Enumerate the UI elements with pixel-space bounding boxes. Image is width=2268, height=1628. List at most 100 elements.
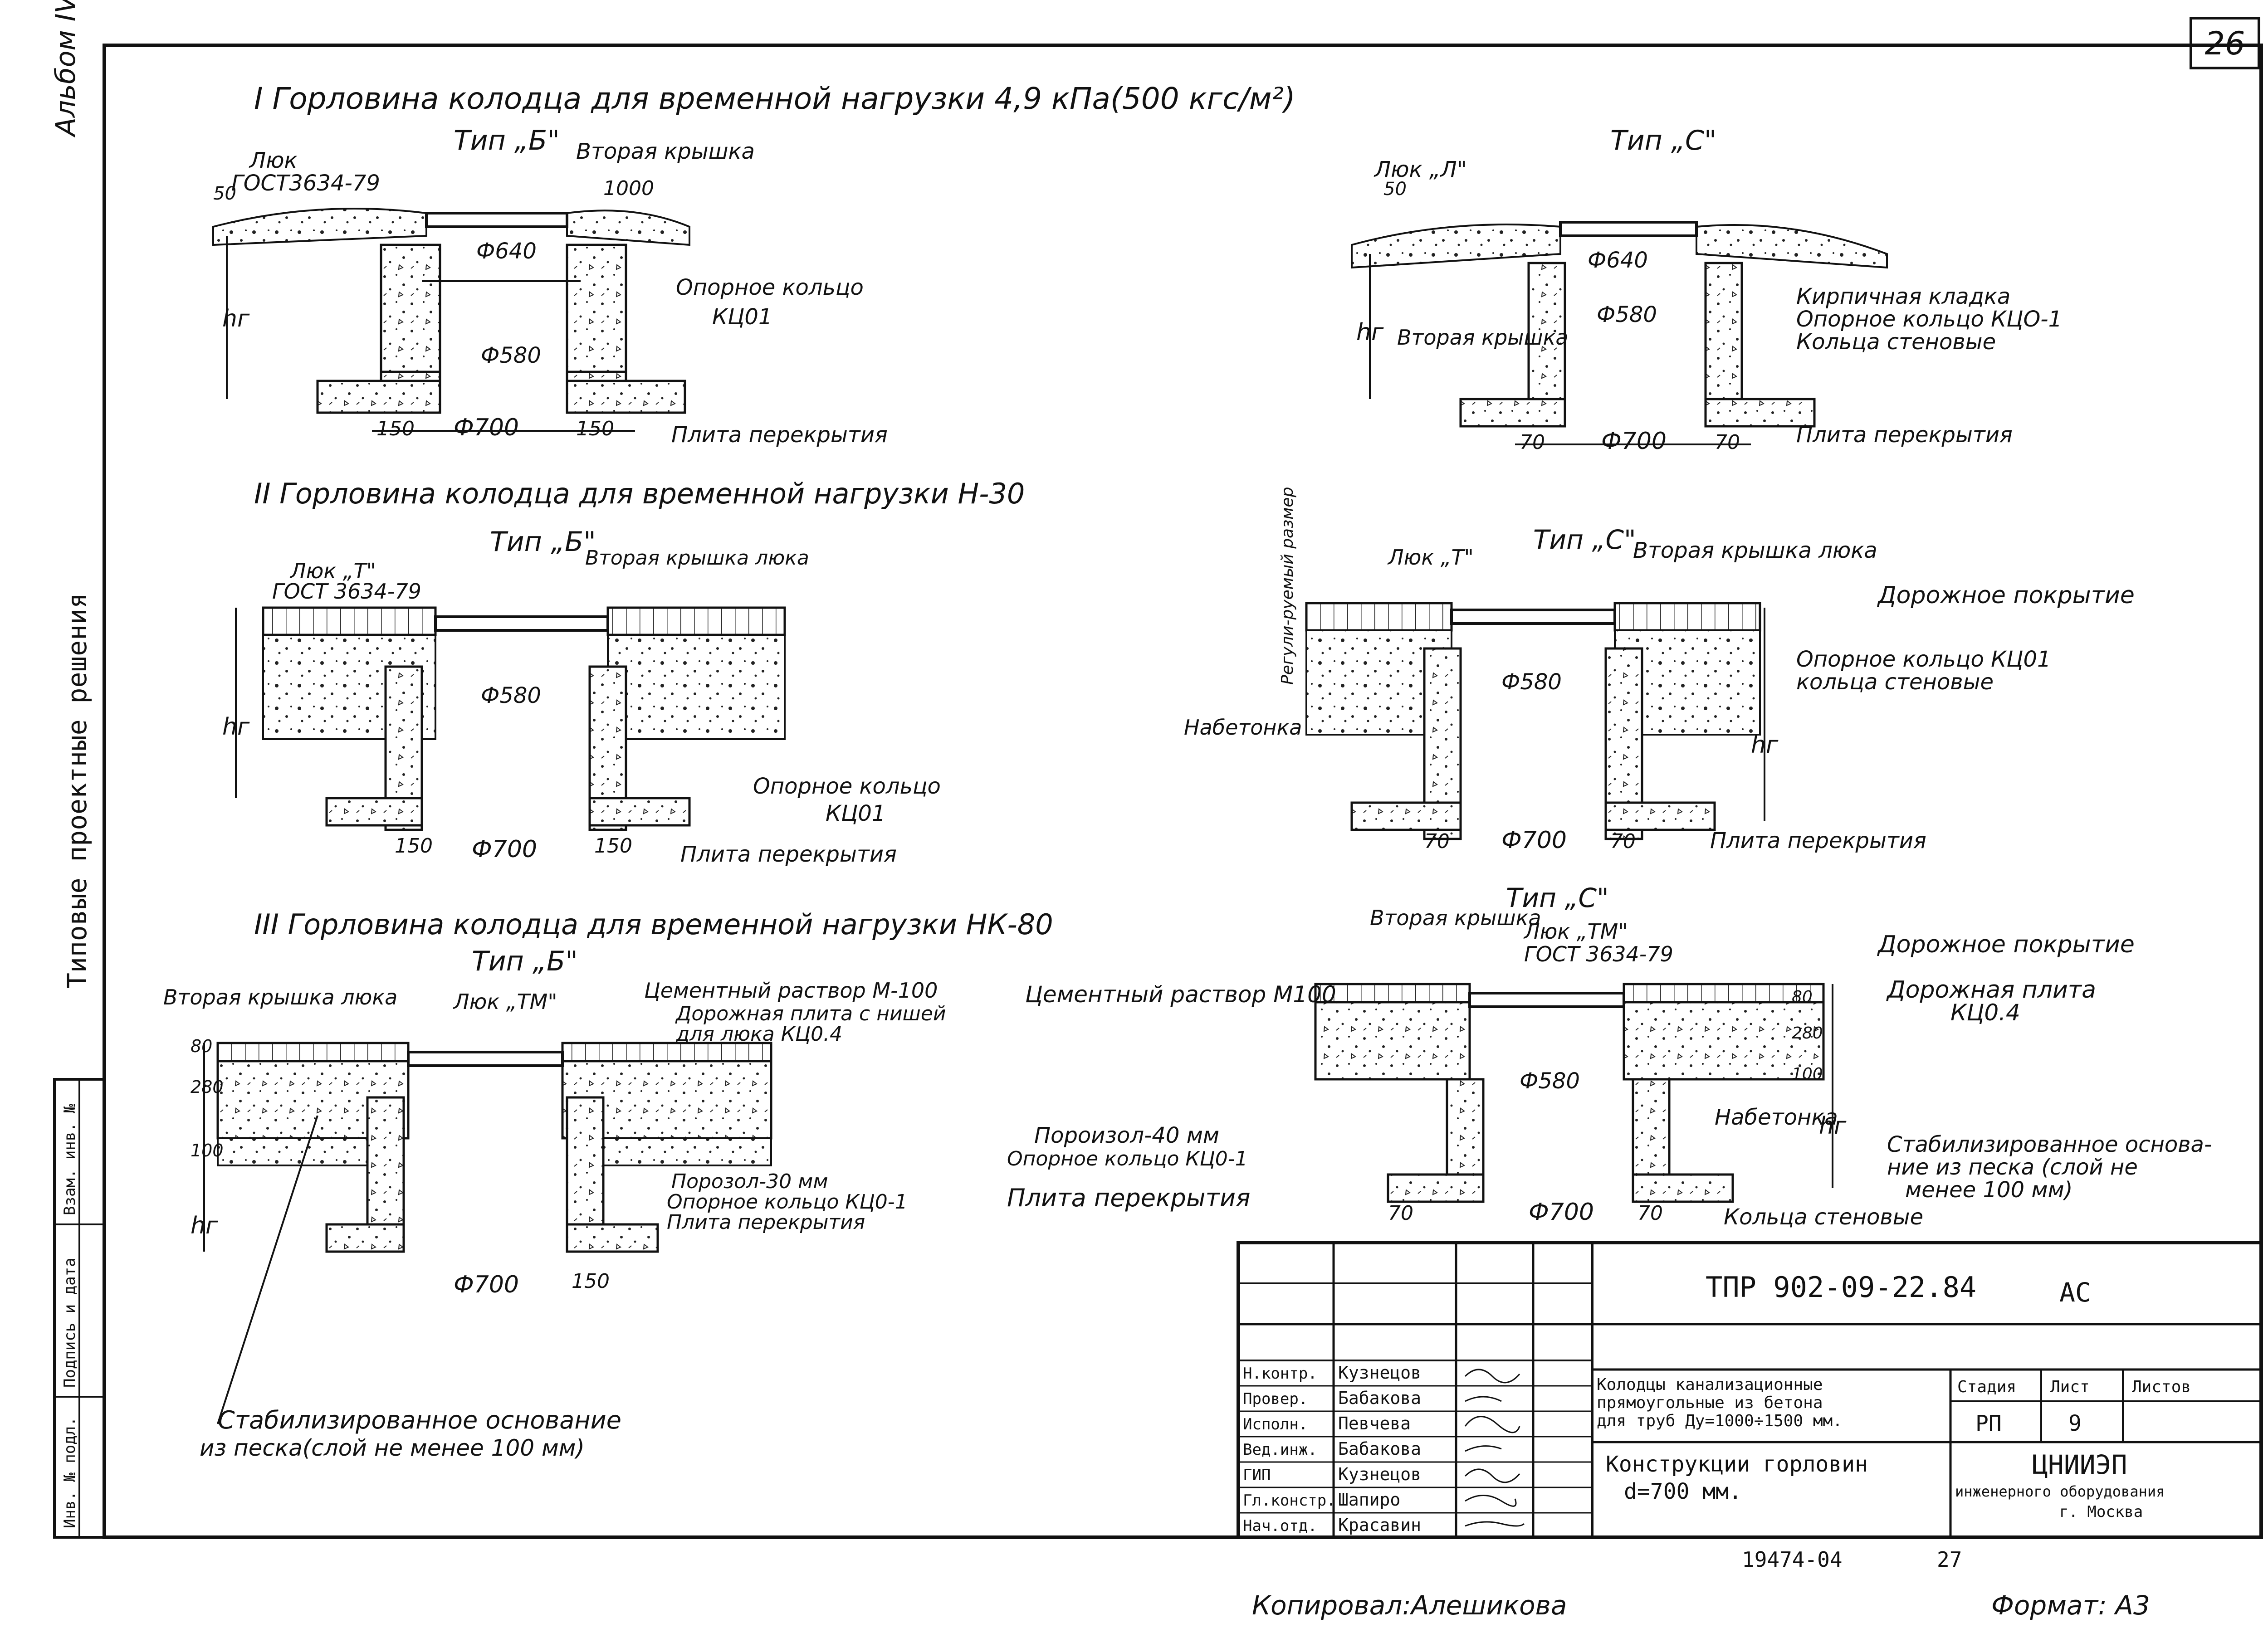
svg-text:Красавин: Красавин <box>1338 1515 1421 1535</box>
page-number: 26 <box>2204 25 2245 62</box>
svg-text:70: 70 <box>1610 830 1636 853</box>
side-stamp-sign: Подпись и дата <box>61 1258 79 1388</box>
section-1-title: I Горловина колодца для временной нагруз… <box>254 81 1295 116</box>
svg-text:Ф700: Ф700 <box>454 414 519 441</box>
svg-text:70: 70 <box>1715 431 1740 454</box>
svg-text:Кузнецов: Кузнецов <box>1338 1464 1421 1484</box>
svg-text:hг: hг <box>1356 319 1384 346</box>
side-stamp-replace: Взам. инв. № <box>61 1104 79 1215</box>
svg-text:Стадия: Стадия <box>1957 1378 2016 1396</box>
svg-text:150: 150 <box>576 417 614 440</box>
svg-text:Конструкции горловин: Конструкции горловин <box>1606 1452 1868 1477</box>
svg-text:ГОСТ 3634-79: ГОСТ 3634-79 <box>272 579 421 604</box>
svg-text:Вторая крышка: Вторая крышка <box>576 139 755 164</box>
svg-text:Колодцы канализационные: Колодцы канализационные <box>1597 1375 1823 1394</box>
svg-text:hг: hг <box>1751 731 1779 759</box>
svg-text:150: 150 <box>572 1270 610 1293</box>
svg-text:Листов: Листов <box>2132 1378 2191 1396</box>
svg-text:Нач.отд.: Нач.отд. <box>1243 1517 1317 1535</box>
svg-text:50: 50 <box>1383 179 1407 200</box>
svg-text:из песка(слой не менее 100 мм): из песка(слой не менее 100 мм) <box>200 1435 585 1461</box>
svg-text:Тип „Б": Тип „Б" <box>472 946 578 977</box>
svg-text:КЦ0.4: КЦ0.4 <box>1950 999 2020 1026</box>
org-name: ЦНИИЭП <box>2032 1449 2127 1480</box>
svg-text:Стабилизированное основа-: Стабилизированное основа- <box>1887 1132 2212 1157</box>
svg-text:ГИП: ГИП <box>1243 1466 1271 1484</box>
svg-text:9: 9 <box>2068 1411 2082 1436</box>
svg-text:Вторая крышка люка: Вторая крышка люка <box>585 546 809 570</box>
svg-text:для люка КЦ0.4: для люка КЦ0.4 <box>675 1023 842 1046</box>
svg-text:Опорное кольцо: Опорное кольцо <box>676 275 864 300</box>
side-stamp-inv: Инв. № подл. <box>61 1417 79 1528</box>
svg-text:Шапиро: Шапиро <box>1338 1490 1400 1510</box>
svg-text:Люк „Т": Люк „Т" <box>289 559 376 583</box>
svg-text:hг: hг <box>191 1212 218 1239</box>
svg-text:hг: hг <box>222 305 250 332</box>
section-1-type-c-drawing: Тип „С" hг 50 Ф640 Ф580 Ф700 70 70 Люк „… <box>1351 125 2062 455</box>
svg-text:Бабакова: Бабакова <box>1338 1439 1421 1459</box>
svg-text:менее 100 мм): менее 100 мм) <box>1905 1177 2072 1203</box>
svg-text:Кирпичная кладка: Кирпичная кладка <box>1796 284 2010 309</box>
svg-text:Опорное кольцо КЦ01: Опорное кольцо КЦ01 <box>1796 647 2051 672</box>
section-3-type-c-drawing: Тип „С" hг 80 280 100 Ф580 Ф700 70 70 Вт… <box>1007 882 2212 1230</box>
section-2-title: II Горловина колодца для временной нагру… <box>254 477 1025 510</box>
svg-text:Плита перекрытия: Плита перекрытия <box>671 422 888 448</box>
svg-text:Опорное кольцо КЦ0-1: Опорное кольцо КЦ0-1 <box>667 1190 908 1214</box>
svg-text:Вторая крышка люка: Вторая крышка люка <box>1633 538 1877 563</box>
svg-text:Тип „С": Тип „С" <box>1533 524 1636 555</box>
svg-text:КЦ01: КЦ01 <box>712 304 772 330</box>
series-label: Типовые проектные решения <box>62 593 93 989</box>
roles-table: Н.контр. Кузнецов Провер. Бабакова Испол… <box>1238 1360 1592 1535</box>
svg-text:280: 280 <box>191 1077 224 1097</box>
svg-text:Кольца стеновые: Кольца стеновые <box>1724 1204 1923 1230</box>
svg-text:Плита перекрытия: Плита перекрытия <box>1710 828 1926 853</box>
svg-text:100: 100 <box>1792 1065 1823 1083</box>
section-3-title: III Горловина колодца для временной нагр… <box>254 908 1053 941</box>
svg-text:Дорожное покрытие: Дорожное покрытие <box>1877 931 2135 958</box>
svg-text:Ф700: Ф700 <box>1601 428 1667 455</box>
svg-text:150: 150 <box>594 834 632 858</box>
svg-text:d=700 мм.: d=700 мм. <box>1624 1479 1742 1504</box>
svg-text:Тип „Б": Тип „Б" <box>490 526 596 558</box>
svg-text:Люк: Люк <box>249 148 298 173</box>
svg-text:Набетонка: Набетонка <box>1184 715 1302 740</box>
svg-text:Люк „Т": Люк „Т" <box>1387 545 1474 570</box>
svg-text:г. Москва: г. Москва <box>2059 1503 2143 1521</box>
svg-text:80: 80 <box>1792 988 1813 1006</box>
doc-mark: АС <box>2059 1277 2091 1308</box>
svg-text:Дорожная плита с нишей: Дорожная плита с нишей <box>675 1002 946 1025</box>
svg-text:Лист: Лист <box>2050 1378 2090 1396</box>
doc-code: ТПР 902-09-22.84 <box>1706 1271 1976 1304</box>
inner-frame <box>103 44 2263 1539</box>
svg-text:150: 150 <box>395 834 433 858</box>
svg-text:Н.контр.: Н.контр. <box>1243 1365 1317 1383</box>
svg-text:Ф580: Ф580 <box>1501 669 1562 695</box>
section-3-type-b-drawing: Тип „Б" hг 80 280 100 Ф700 150 Вторая кр… <box>163 946 946 1461</box>
svg-text:Тип „С": Тип „С" <box>1506 882 1609 913</box>
svg-text:ГОСТ 3634-79: ГОСТ 3634-79 <box>1524 942 1673 966</box>
svg-text:Плита перекрытия: Плита перекрытия <box>1796 422 2013 448</box>
svg-text:для труб Ду=1000÷1500 мм.: для труб Ду=1000÷1500 мм. <box>1597 1412 1843 1430</box>
svg-text:Кузнецов: Кузнецов <box>1338 1363 1421 1383</box>
svg-text:Стабилизированное основание: Стабилизированное основание <box>218 1406 621 1434</box>
svg-text:Ф700: Ф700 <box>1501 827 1567 854</box>
album-label: Альбом IV <box>50 0 82 138</box>
svg-text:Цементный раствор М-100: Цементный раствор М-100 <box>644 978 938 1003</box>
svg-text:hг: hг <box>1819 1112 1847 1140</box>
svg-text:Пороизол-40 мм: Пороизол-40 мм <box>1034 1123 1219 1148</box>
title-block: ТПР 902-09-22.84 АС Колодцы канализацион… <box>1237 1241 2263 1539</box>
svg-text:80: 80 <box>191 1036 212 1056</box>
svg-text:Опорное кольцо КЦО-1: Опорное кольцо КЦО-1 <box>1796 307 2062 332</box>
svg-text:280: 280 <box>1792 1024 1823 1043</box>
bottom-page: 27 <box>1937 1547 1962 1572</box>
svg-text:Ф640: Ф640 <box>476 239 537 264</box>
svg-text:Ф640: Ф640 <box>1588 248 1648 273</box>
svg-text:70: 70 <box>1424 830 1450 853</box>
svg-text:Дорожная плита: Дорожная плита <box>1886 976 2096 1004</box>
svg-text:Ф700: Ф700 <box>454 1271 519 1298</box>
svg-text:инженерного оборудования: инженерного оборудования <box>1955 1483 2165 1500</box>
svg-text:1000: 1000 <box>603 177 654 200</box>
svg-text:Гл.констр.: Гл.констр. <box>1243 1492 1336 1510</box>
copied-by: Копировал:Алешикова <box>1252 1590 1567 1621</box>
